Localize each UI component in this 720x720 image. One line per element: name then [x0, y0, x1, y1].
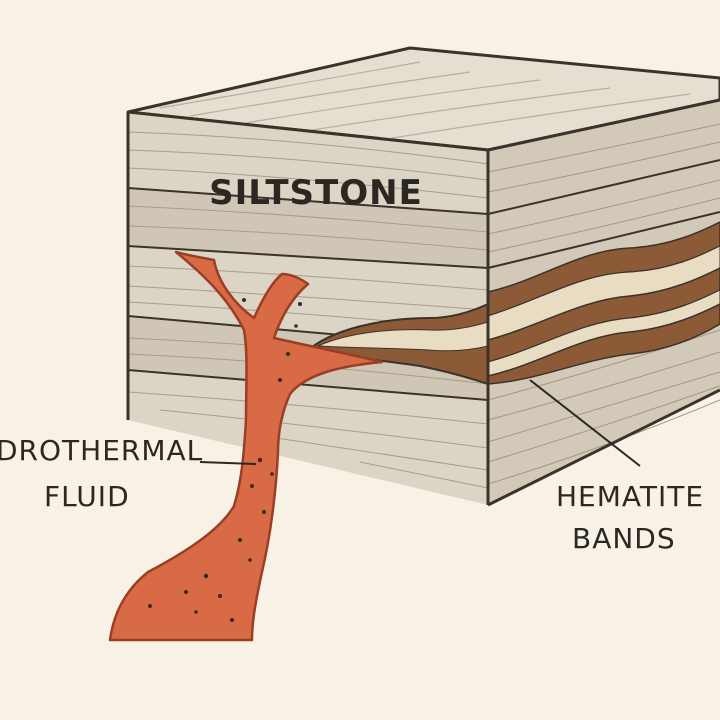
- siltstone-label: SILTSTONE: [209, 173, 423, 213]
- fluid-speckles: [148, 298, 302, 622]
- top-face-texture: [159, 61, 691, 141]
- hematite-leader-line: [529, 379, 641, 467]
- block-edges: [126, 98, 720, 507]
- hydrothermal-fluid-vein: [108, 250, 384, 642]
- hematite-band-side-lower: [487, 303, 720, 385]
- fluid-label-line2: FLUID: [44, 480, 130, 513]
- hematite-label-line1: HEMATITE: [556, 480, 704, 513]
- front-strata-lines: [127, 187, 489, 401]
- hematite-label-line2: BANDS: [572, 522, 676, 555]
- fluid-leader-line: [199, 461, 257, 465]
- fluid-label-line1: DROTHERMAL: [0, 434, 203, 467]
- side-strata-lines: [487, 159, 720, 269]
